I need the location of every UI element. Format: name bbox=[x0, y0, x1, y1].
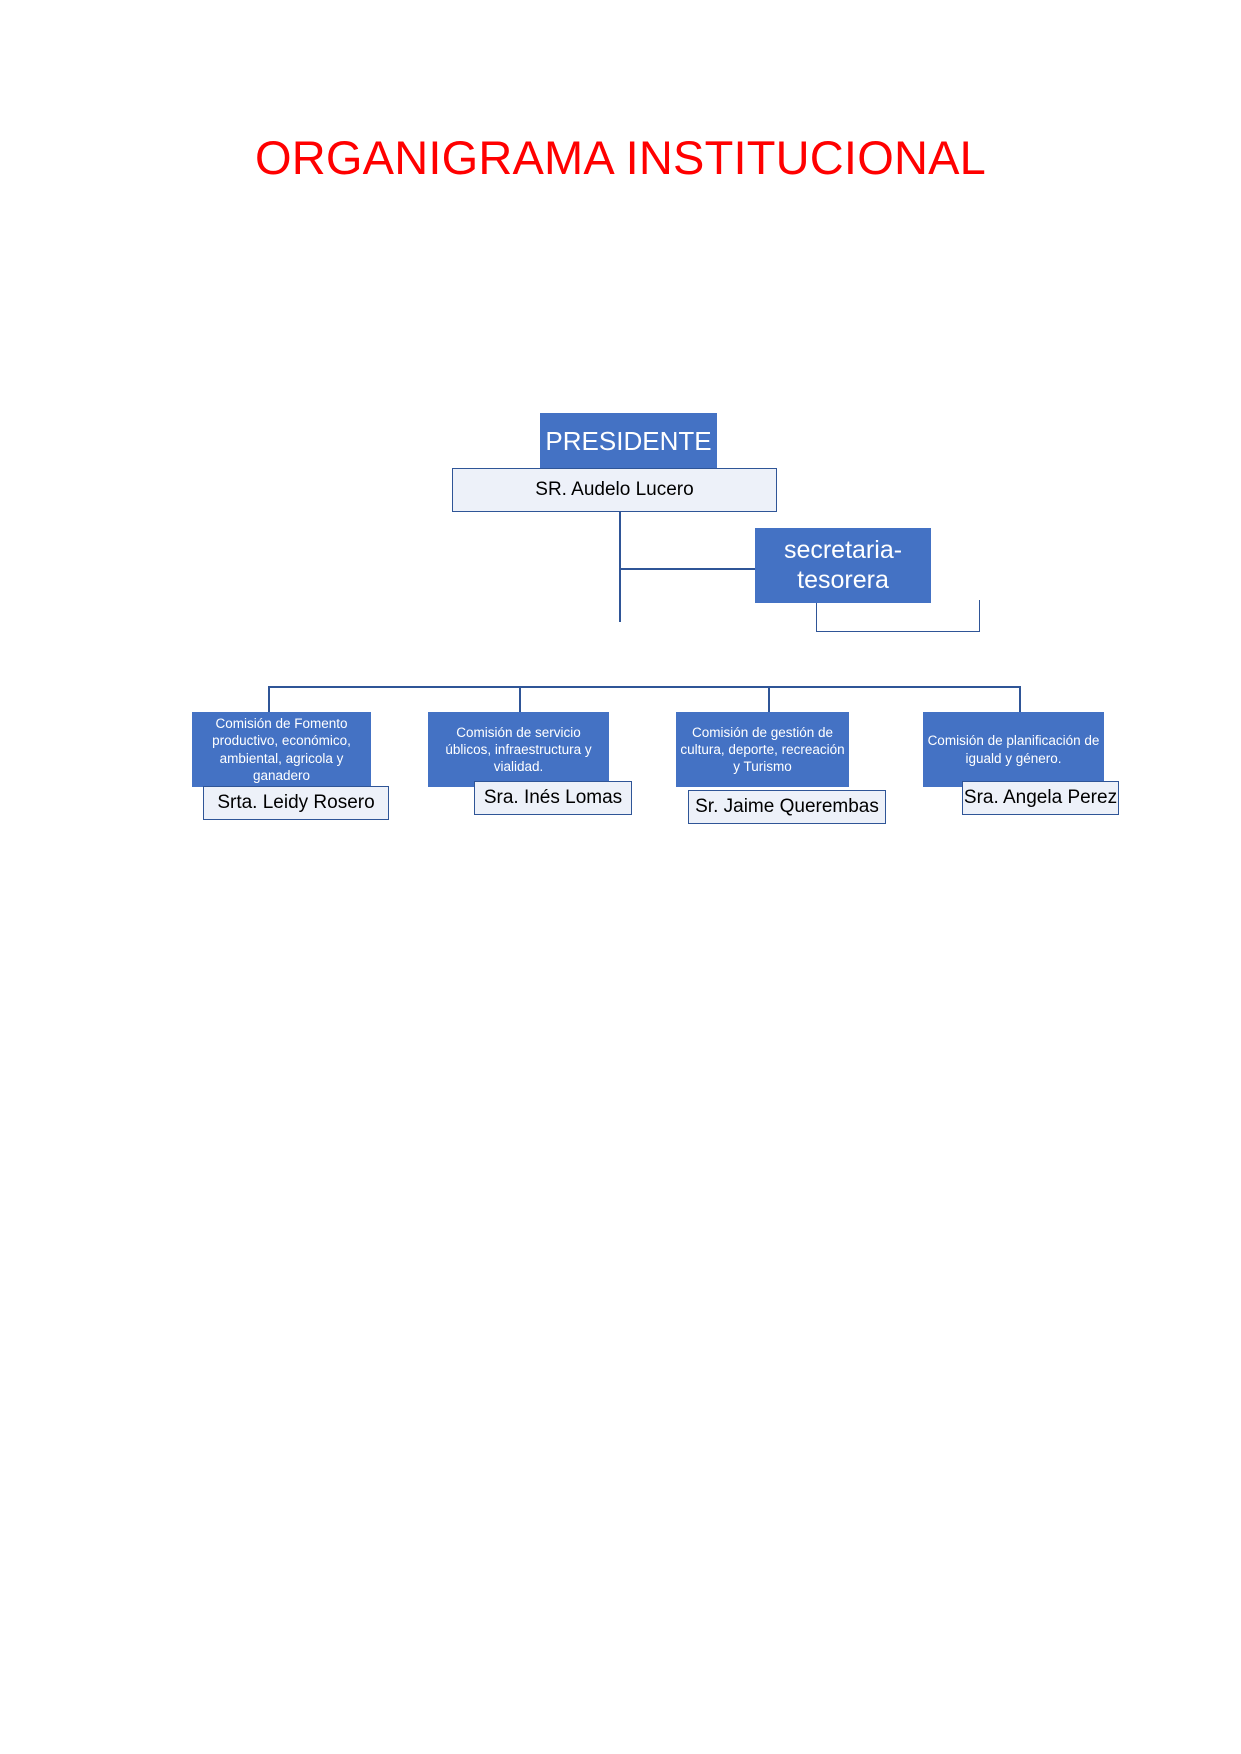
connector-drop-commission-1 bbox=[268, 686, 270, 712]
node-commission-2-role[interactable]: Comisión de servicio úblicos, infraestru… bbox=[428, 712, 609, 787]
node-secretary-role[interactable]: secretaria-tesorera bbox=[755, 528, 931, 603]
connector-secretary-horizontal bbox=[619, 568, 755, 570]
node-commission-4-name[interactable]: Sra. Angela Perez bbox=[962, 781, 1119, 815]
node-commission-2-name[interactable]: Sra. Inés Lomas bbox=[474, 781, 632, 815]
connector-bus-horizontal bbox=[268, 686, 1020, 688]
node-commission-3-role[interactable]: Comisión de gestión de cultura, deporte,… bbox=[676, 712, 849, 787]
connector-drop-commission-2 bbox=[519, 686, 521, 712]
node-commission-1-name[interactable]: Srta. Leidy Rosero bbox=[203, 786, 389, 820]
node-commission-4-role[interactable]: Comisión de planificación de iguald y gé… bbox=[923, 712, 1104, 787]
connector-president-vertical bbox=[619, 462, 621, 622]
connector-drop-commission-3 bbox=[768, 686, 770, 712]
page-title: ORGANIGRAMA INSTITUCIONAL bbox=[255, 131, 986, 184]
node-commission-3-name[interactable]: Sr. Jaime Querembas bbox=[688, 790, 886, 824]
connector-drop-commission-4 bbox=[1019, 686, 1021, 712]
node-president-role[interactable]: PRESIDENTE bbox=[540, 413, 717, 470]
node-president-name[interactable]: SR. Audelo Lucero bbox=[452, 468, 777, 512]
node-commission-1-role[interactable]: Comisión de Fomento productivo, económic… bbox=[192, 712, 371, 787]
connector-box-secretary bbox=[816, 600, 980, 632]
